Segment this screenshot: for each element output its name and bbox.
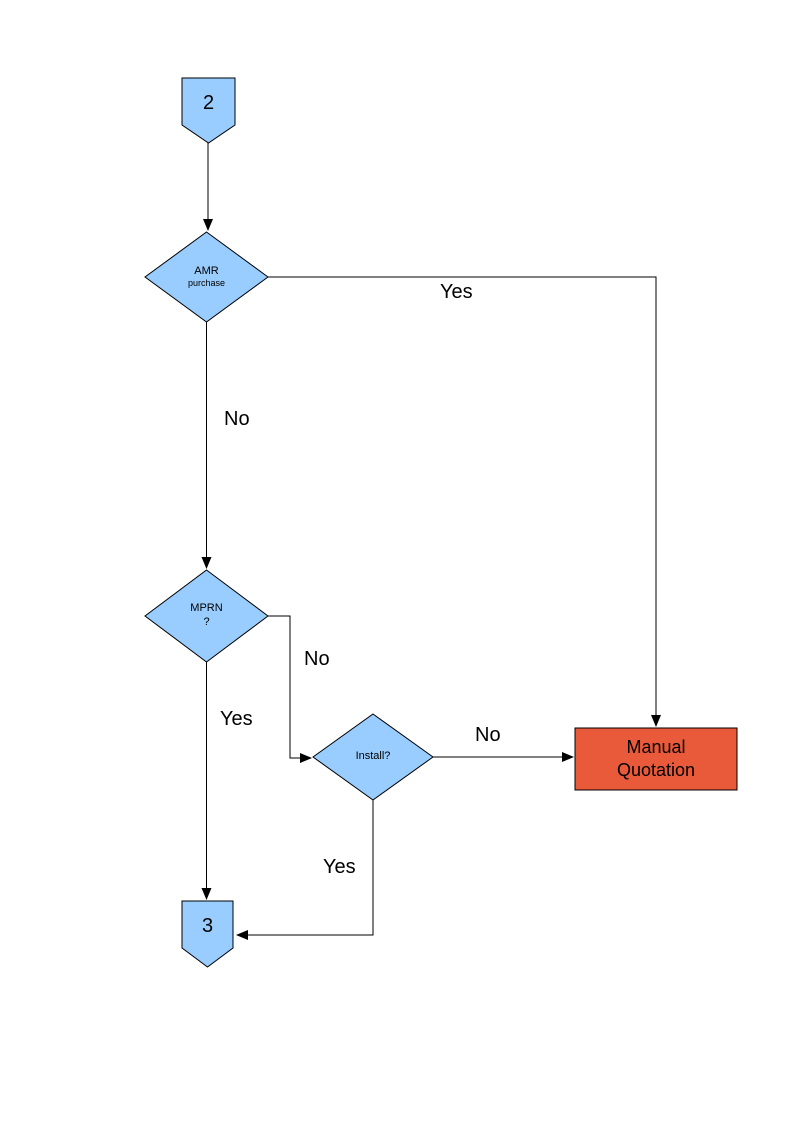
- edge-mprn-no-to-install: [268, 615, 312, 763]
- amr-purchase-decision-shape: [144, 231, 269, 323]
- install-decision-shape: [312, 713, 434, 801]
- edge-amr-yes-to-manual-quotation: [268, 276, 661, 727]
- manual-quotation-process-shape: [574, 727, 738, 791]
- off-page-connector-2-shape: [181, 77, 236, 144]
- mprn-decision-shape: [144, 569, 269, 663]
- edge-install-yes-to-connector3: [236, 800, 374, 940]
- off-page-connector-3-shape: [181, 900, 234, 968]
